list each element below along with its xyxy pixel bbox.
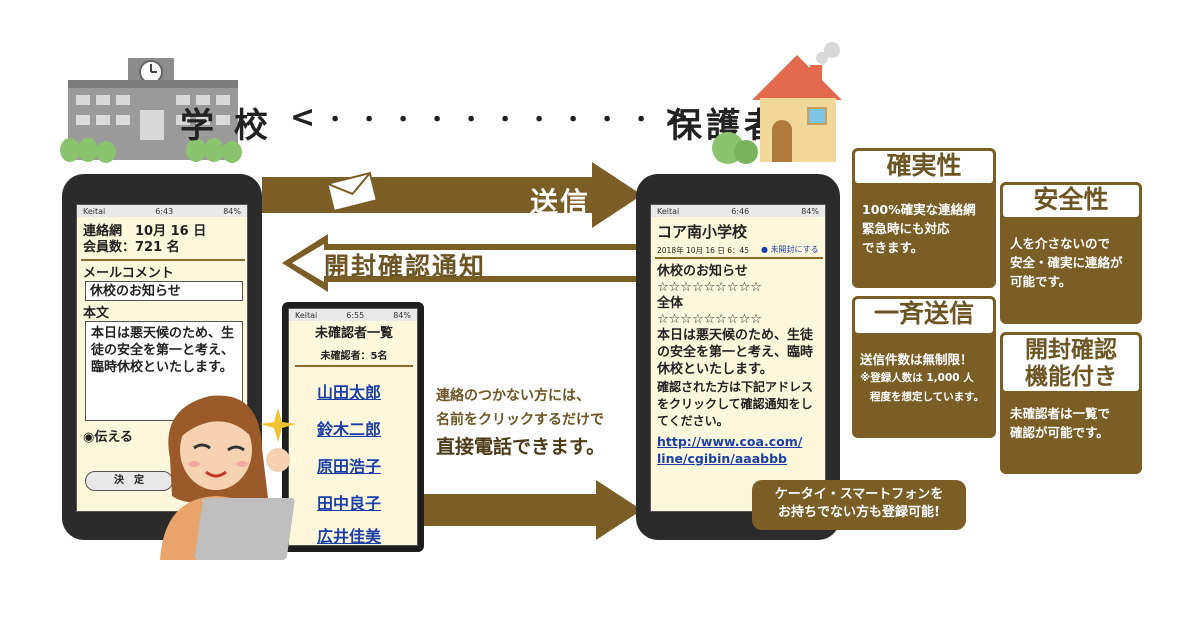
desc-line: 未確認者は一覧で [1010, 406, 1111, 421]
house-icon [712, 42, 842, 164]
desc-line: 程度を想定しています。 [870, 391, 985, 403]
status-bar: Keitai 6:43 84% [77, 205, 247, 217]
school-phone-screen: Keitai 6:43 84% 連絡網 10月 16 日 会員数：721 名 メ… [76, 204, 248, 512]
desc-line: 人を介さないので [1010, 236, 1111, 251]
stars-line-2: ☆☆☆☆☆☆☆☆☆ [657, 312, 762, 327]
school-building-illustration [58, 50, 248, 165]
sender-school: コア南小学校 [657, 223, 748, 241]
desc-line: 緊急時にも対応 [862, 221, 950, 236]
send-label: 送信 [530, 186, 591, 219]
divider [655, 257, 823, 259]
mark-unopened-button[interactable]: ● 未開封にする [761, 245, 819, 254]
carrier-label: Keitai [657, 206, 680, 216]
feature-safety-title: 安全性 [1000, 182, 1142, 220]
unconfirmed-list-title: 未確認者一覧 [314, 326, 393, 341]
battery-label: 84% [393, 310, 411, 320]
title-line: 機能付き [1025, 364, 1117, 390]
arrow-left-glyph: < [290, 100, 325, 135]
feature-safety: 安全性 人を介さないので 安全・確実に連絡が 可能です。 [1000, 182, 1142, 324]
time-label: 6:43 [155, 206, 174, 216]
caption-line-2: 名前をクリックするだけで [436, 412, 604, 428]
member-link-4[interactable]: 田中良子 [317, 494, 382, 513]
battery-label: 84% [223, 206, 241, 216]
feature-safety-desc: 人を介さないので 安全・確実に連絡が 可能です。 [1010, 234, 1123, 291]
feature-broadcast-title: 一斉送信 [852, 296, 996, 336]
stars-line-1: ☆☆☆☆☆☆☆☆☆ [657, 280, 762, 295]
desc-line: 確認が可能です。 [1010, 425, 1109, 440]
desc-line: 安全・確実に連絡が [1010, 255, 1123, 270]
divider [81, 259, 245, 261]
envelope-icon [326, 171, 378, 216]
operator-illustration [150, 378, 320, 560]
confirm-button[interactable]: 決 定 [85, 471, 173, 491]
desc-line: 100%確実な連絡網 [862, 202, 976, 217]
notify-radio[interactable]: ◉伝える [83, 430, 133, 445]
feature-reliability-title: 確実性 [852, 148, 996, 186]
feature-broadcast: 一斉送信 送信件数は無制限！ ※登録人数は 1,000 人 程度を想定しています… [852, 296, 996, 438]
carrier-label: Keitai [83, 206, 106, 216]
caption-line-3: 直接電話できます。 [436, 436, 606, 458]
house-illustration [712, 40, 852, 165]
arrow-right-glyph: > [664, 100, 699, 135]
member-link-3[interactable]: 原田浩子 [317, 457, 382, 476]
school-icon [60, 58, 242, 163]
desc-line: できます。 [862, 240, 924, 255]
unconfirmed-phone: Keitai 6:55 84% 未確認者一覧 未確認者：5名 山田太郎 鈴木二郎… [282, 302, 424, 552]
battery-label: 84% [801, 206, 819, 216]
school-label: 学 校 [180, 106, 272, 146]
network-date: 連絡網 10月 16 日 [83, 224, 207, 239]
feature-reliability-desc: 100%確実な連絡網 緊急時にも対応 できます。 [862, 200, 976, 257]
open-notice-arrow [282, 234, 642, 292]
time-label: 6:46 [731, 206, 750, 216]
person-icon [160, 395, 296, 560]
confirm-link-line-1[interactable]: http://www.coa.com/ [657, 434, 803, 449]
comment-label: メールコメント [83, 266, 174, 281]
desc-line: 送信件数は無制限！ [860, 352, 973, 367]
arrow-left-icon [282, 234, 642, 292]
confirm-link-line-2[interactable]: line/cgibin/aaabbb [657, 451, 787, 466]
comment-input[interactable]: 休校のお知らせ [85, 281, 243, 301]
title-line: 開封確認 [1025, 337, 1117, 363]
status-bar: Keitai 6:55 84% [289, 309, 417, 321]
non-smartphone-badge: ケータイ・スマートフォンを お持ちでない方も登録可能! [752, 480, 966, 530]
feature-broadcast-desc: 送信件数は無制限！ ※登録人数は 1,000 人 程度を想定しています。 [860, 350, 984, 407]
time-label: 6:55 [346, 310, 365, 320]
feature-reliability: 確実性 100%確実な連絡網 緊急時にも対応 できます。 [852, 148, 996, 288]
body-label: 本文 [83, 306, 110, 321]
carrier-label: Keitai [295, 310, 318, 320]
caption-line-1: 連絡のつかない方には、 [436, 388, 590, 404]
status-bar: Keitai 6:46 84% [651, 205, 825, 217]
feature-open-check: 開封確認 機能付き 未確認者は一覧で 確認が可能です。 [1000, 332, 1142, 474]
mail-recipient: 全体 [657, 296, 684, 311]
member-link-2[interactable]: 鈴木二郎 [317, 420, 382, 439]
mail-body: 本日は悪天候のため、生徒の安全を第一と考え、臨時休校といたします。 [657, 328, 814, 377]
mail-confirm-instruction: 確認された方は下記アドレスをクリックして確認通知をしてください。 [657, 380, 814, 428]
direct-call-caption: 連絡のつかない方には、 名前をクリックするだけで 直接電話できます。 [436, 384, 605, 462]
mail-date: 2018年 10月 16 日 6：45 [657, 246, 750, 255]
call-arrow [420, 480, 642, 540]
guardian-phone-screen: Keitai 6:46 84% コア南小学校 2018年 10月 16 日 6：… [650, 204, 826, 512]
divider [295, 365, 413, 367]
open-notice-label: 開封確認通知 [324, 252, 487, 281]
unconfirmed-count: 未確認者：5名 [320, 351, 388, 362]
badge-line-1: ケータイ・スマートフォンを [774, 487, 944, 502]
feature-open-check-title: 開封確認 機能付き [1000, 332, 1142, 394]
member-link-1[interactable]: 山田太郎 [317, 383, 382, 402]
bidirectional-arrow: < ・・・・・・・・・・ > [290, 100, 698, 135]
desc-line: 可能です。 [1010, 274, 1072, 289]
unconfirmed-phone-screen: Keitai 6:55 84% 未確認者一覧 未確認者：5名 山田太郎 鈴木二郎… [288, 308, 418, 546]
confirm-link[interactable]: http://www.coa.com/ line/cgibin/aaabbb [657, 433, 802, 467]
desc-line: ※登録人数は 1,000 人 [860, 372, 974, 384]
school-phone: Keitai 6:43 84% 連絡網 10月 16 日 会員数：721 名 メ… [62, 174, 262, 540]
member-link-5[interactable]: 広井佳美 [317, 527, 382, 546]
arrow-dots: ・・・・・・・・・・ [324, 107, 665, 133]
guardian-phone: Keitai 6:46 84% コア南小学校 2018年 10月 16 日 6：… [636, 174, 840, 540]
arrow-right-icon [420, 480, 642, 540]
badge-line-2: お持ちでない方も登録可能! [778, 505, 940, 520]
feature-open-check-desc: 未確認者は一覧で 確認が可能です。 [1010, 404, 1110, 442]
member-count: 会員数：721 名 [83, 240, 180, 255]
mail-subject: 休校のお知らせ [657, 264, 748, 279]
